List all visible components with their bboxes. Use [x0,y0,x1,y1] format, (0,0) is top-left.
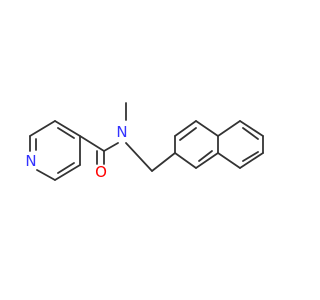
bond [54,164,81,181]
bond [195,120,219,137]
bond [174,120,197,137]
bond [36,169,56,181]
amide-linkage [79,102,176,172]
naphthalene-ring-system [174,120,264,169]
double-bond-inner [57,127,75,139]
molecule-structure-diagram: N O N [25,102,264,181]
pyridine-ring [29,120,81,181]
atom-carbonyl-oxygen: O [95,163,107,181]
bond [217,152,241,169]
bond [195,152,219,169]
double-bond-inner [242,151,259,162]
double-bond-inner [242,127,259,140]
double-bond-inner [57,162,75,174]
bond [54,120,81,137]
bond [239,152,264,169]
amide-nitrogen-label: N [116,123,127,141]
bond [103,142,119,152]
bond [239,120,264,137]
atom-pyridine-nitrogen: N [25,152,36,170]
bond [151,152,176,172]
double-bond-inner [179,127,197,141]
bond [29,120,56,137]
atom-amide-nitrogen: N [116,123,127,141]
pyridine-nitrogen-label: N [25,152,36,170]
bond [217,120,241,137]
double-bond-inner [198,150,213,162]
bond [79,135,105,152]
bond [174,152,197,169]
carbonyl-oxygen-label: O [95,163,107,181]
bond [125,142,153,172]
